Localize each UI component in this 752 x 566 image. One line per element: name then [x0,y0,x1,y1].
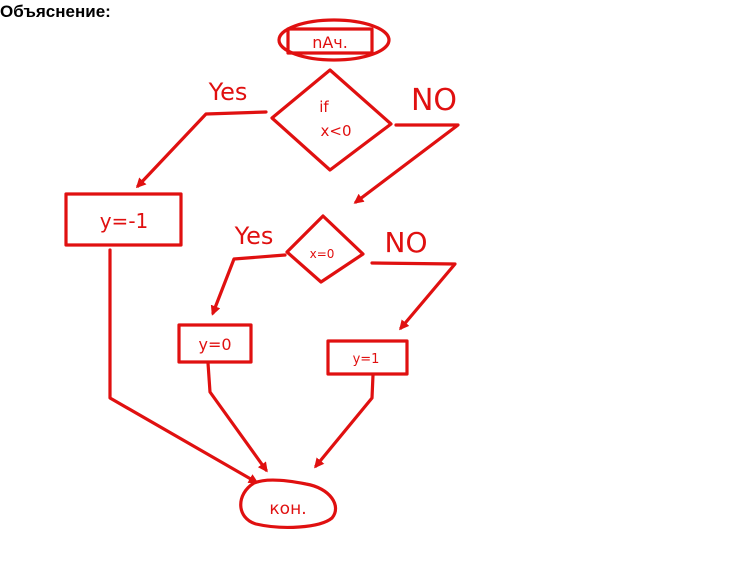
decision-2-no-label: NO [385,226,428,259]
decision-1: if x<0 [270,68,393,172]
edge-zero-to-end [206,361,268,473]
decision-1-line1: if [319,98,329,116]
edge-neg-to-end [108,248,259,484]
decision-1-line2: x<0 [321,122,352,140]
end-terminator: кон. [239,478,338,529]
start-label: nAч. [312,33,348,52]
process-y-zero: y=0 [177,323,253,364]
process-y-pos: y=1 [326,339,409,376]
decision-1-yes-label: Yes [208,78,248,106]
decision-2-label: x=0 [310,247,335,261]
edge-pos-to-end [314,373,375,469]
decision-2-yes-label: Yes [234,222,274,250]
process-y-neg: y=-1 [64,192,183,247]
process-y-pos-label: y=1 [353,352,380,367]
start-terminator: nAч. [277,18,391,62]
decision-1-no-label: NO [411,83,457,118]
edge-d1-yes [135,110,268,189]
edge-d2-yes [210,253,287,316]
heading: Объяснение: [0,2,111,21]
edge-d1-no [353,123,460,204]
process-y-zero-label: y=0 [198,335,231,354]
edge-d2-no [370,261,457,331]
process-y-neg-label: y=-1 [100,209,149,233]
decision-2: x=0 [285,214,365,284]
end-label: кон. [269,499,306,519]
